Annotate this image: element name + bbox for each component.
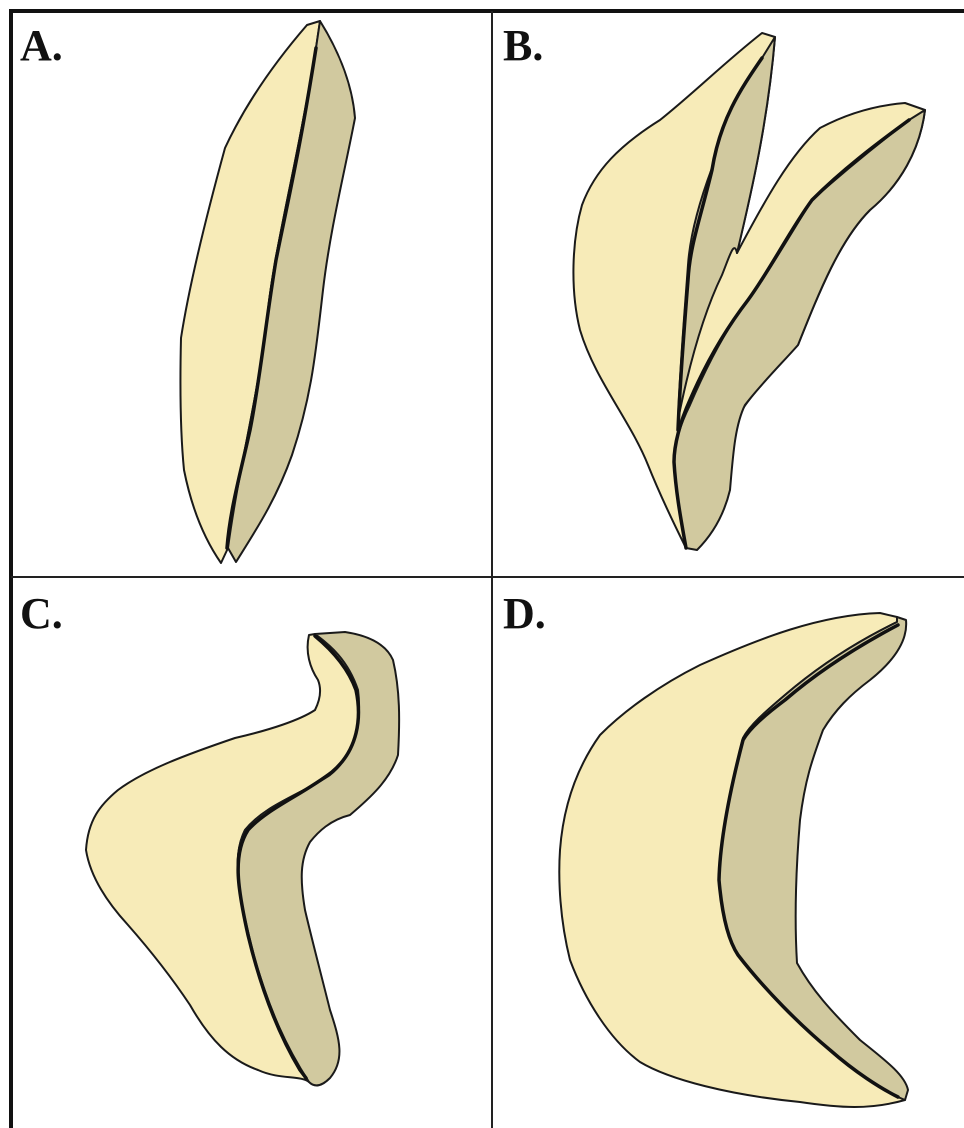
- panel-a-label: A.: [20, 21, 63, 70]
- panel-b-label: B.: [503, 21, 543, 70]
- panel-c-label: C.: [20, 589, 63, 638]
- panel-d-label: D.: [503, 589, 546, 638]
